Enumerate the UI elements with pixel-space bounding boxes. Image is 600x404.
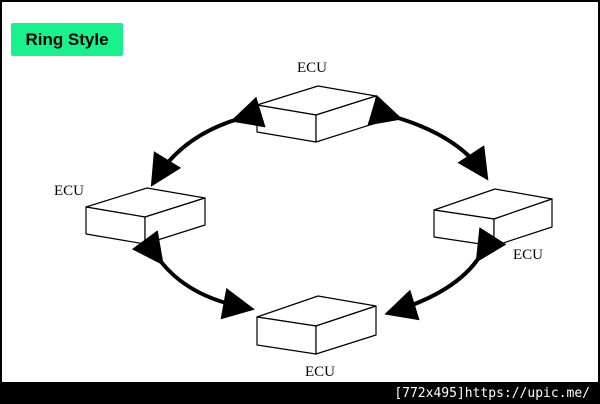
ecu-label-top: ECU (297, 60, 327, 76)
ecu-box-top (256, 85, 377, 143)
diagram-canvas: Ring Style (2, 2, 598, 382)
ecu-box-right (433, 188, 553, 247)
ecu-label-right: ECU (513, 247, 543, 263)
arrow-bottom-right (384, 227, 507, 321)
ecu-box-left (85, 187, 206, 245)
ring-diagram (85, 85, 553, 355)
ecu-box-bottom (256, 295, 377, 355)
arrow-top-right (367, 94, 489, 181)
ecu-label-left: ECU (54, 183, 84, 199)
title-badge: Ring Style (11, 23, 123, 56)
watermark: [772x495]https://upic.me/ (0, 382, 600, 404)
title-text: Ring Style (25, 29, 109, 49)
watermark-text: [772x495]https://upic.me/ (394, 385, 590, 401)
arrow-bottom-left (131, 230, 255, 320)
arrow-top-left (150, 96, 266, 187)
ecu-label-bottom: ECU (305, 364, 335, 380)
